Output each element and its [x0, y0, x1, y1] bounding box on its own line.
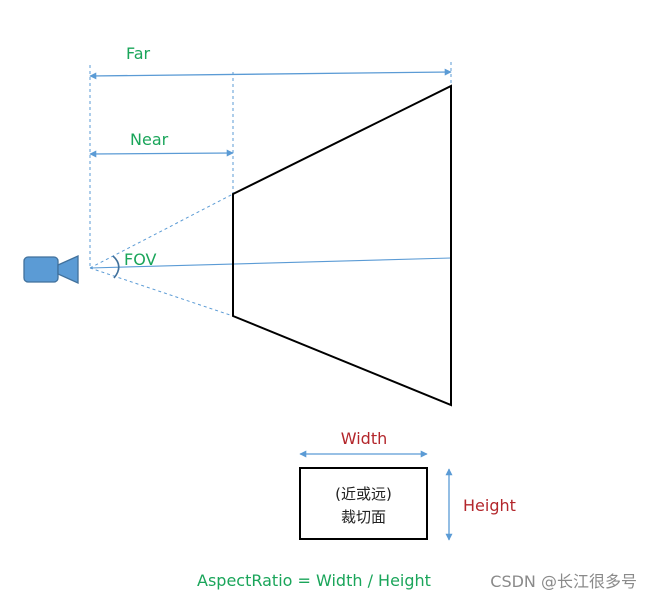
video-camera-icon [23, 254, 79, 285]
clipping-plane-box [299, 467, 428, 540]
far-distance-arrow [89, 68, 452, 80]
width-label: Width [341, 429, 387, 448]
fov-lower-ray [89, 267, 234, 317]
aspect-ratio-formula: AspectRatio = Width / Height [197, 571, 431, 590]
view-frustum [232, 84, 452, 407]
plane-label-line2: 裁切面 [341, 508, 386, 526]
fov-angle-arc [112, 255, 120, 279]
height-label: Height [463, 496, 516, 515]
plane-label-line1: (近或远) [335, 485, 392, 503]
far-label: Far [126, 44, 151, 63]
fov-label: FOV [124, 250, 157, 269]
near-distance-arrow [89, 149, 234, 158]
watermark: CSDN @长江很多号 [490, 572, 637, 591]
near-label: Near [130, 130, 169, 149]
view-axis-line [89, 257, 452, 269]
fov-upper-ray [89, 193, 234, 269]
